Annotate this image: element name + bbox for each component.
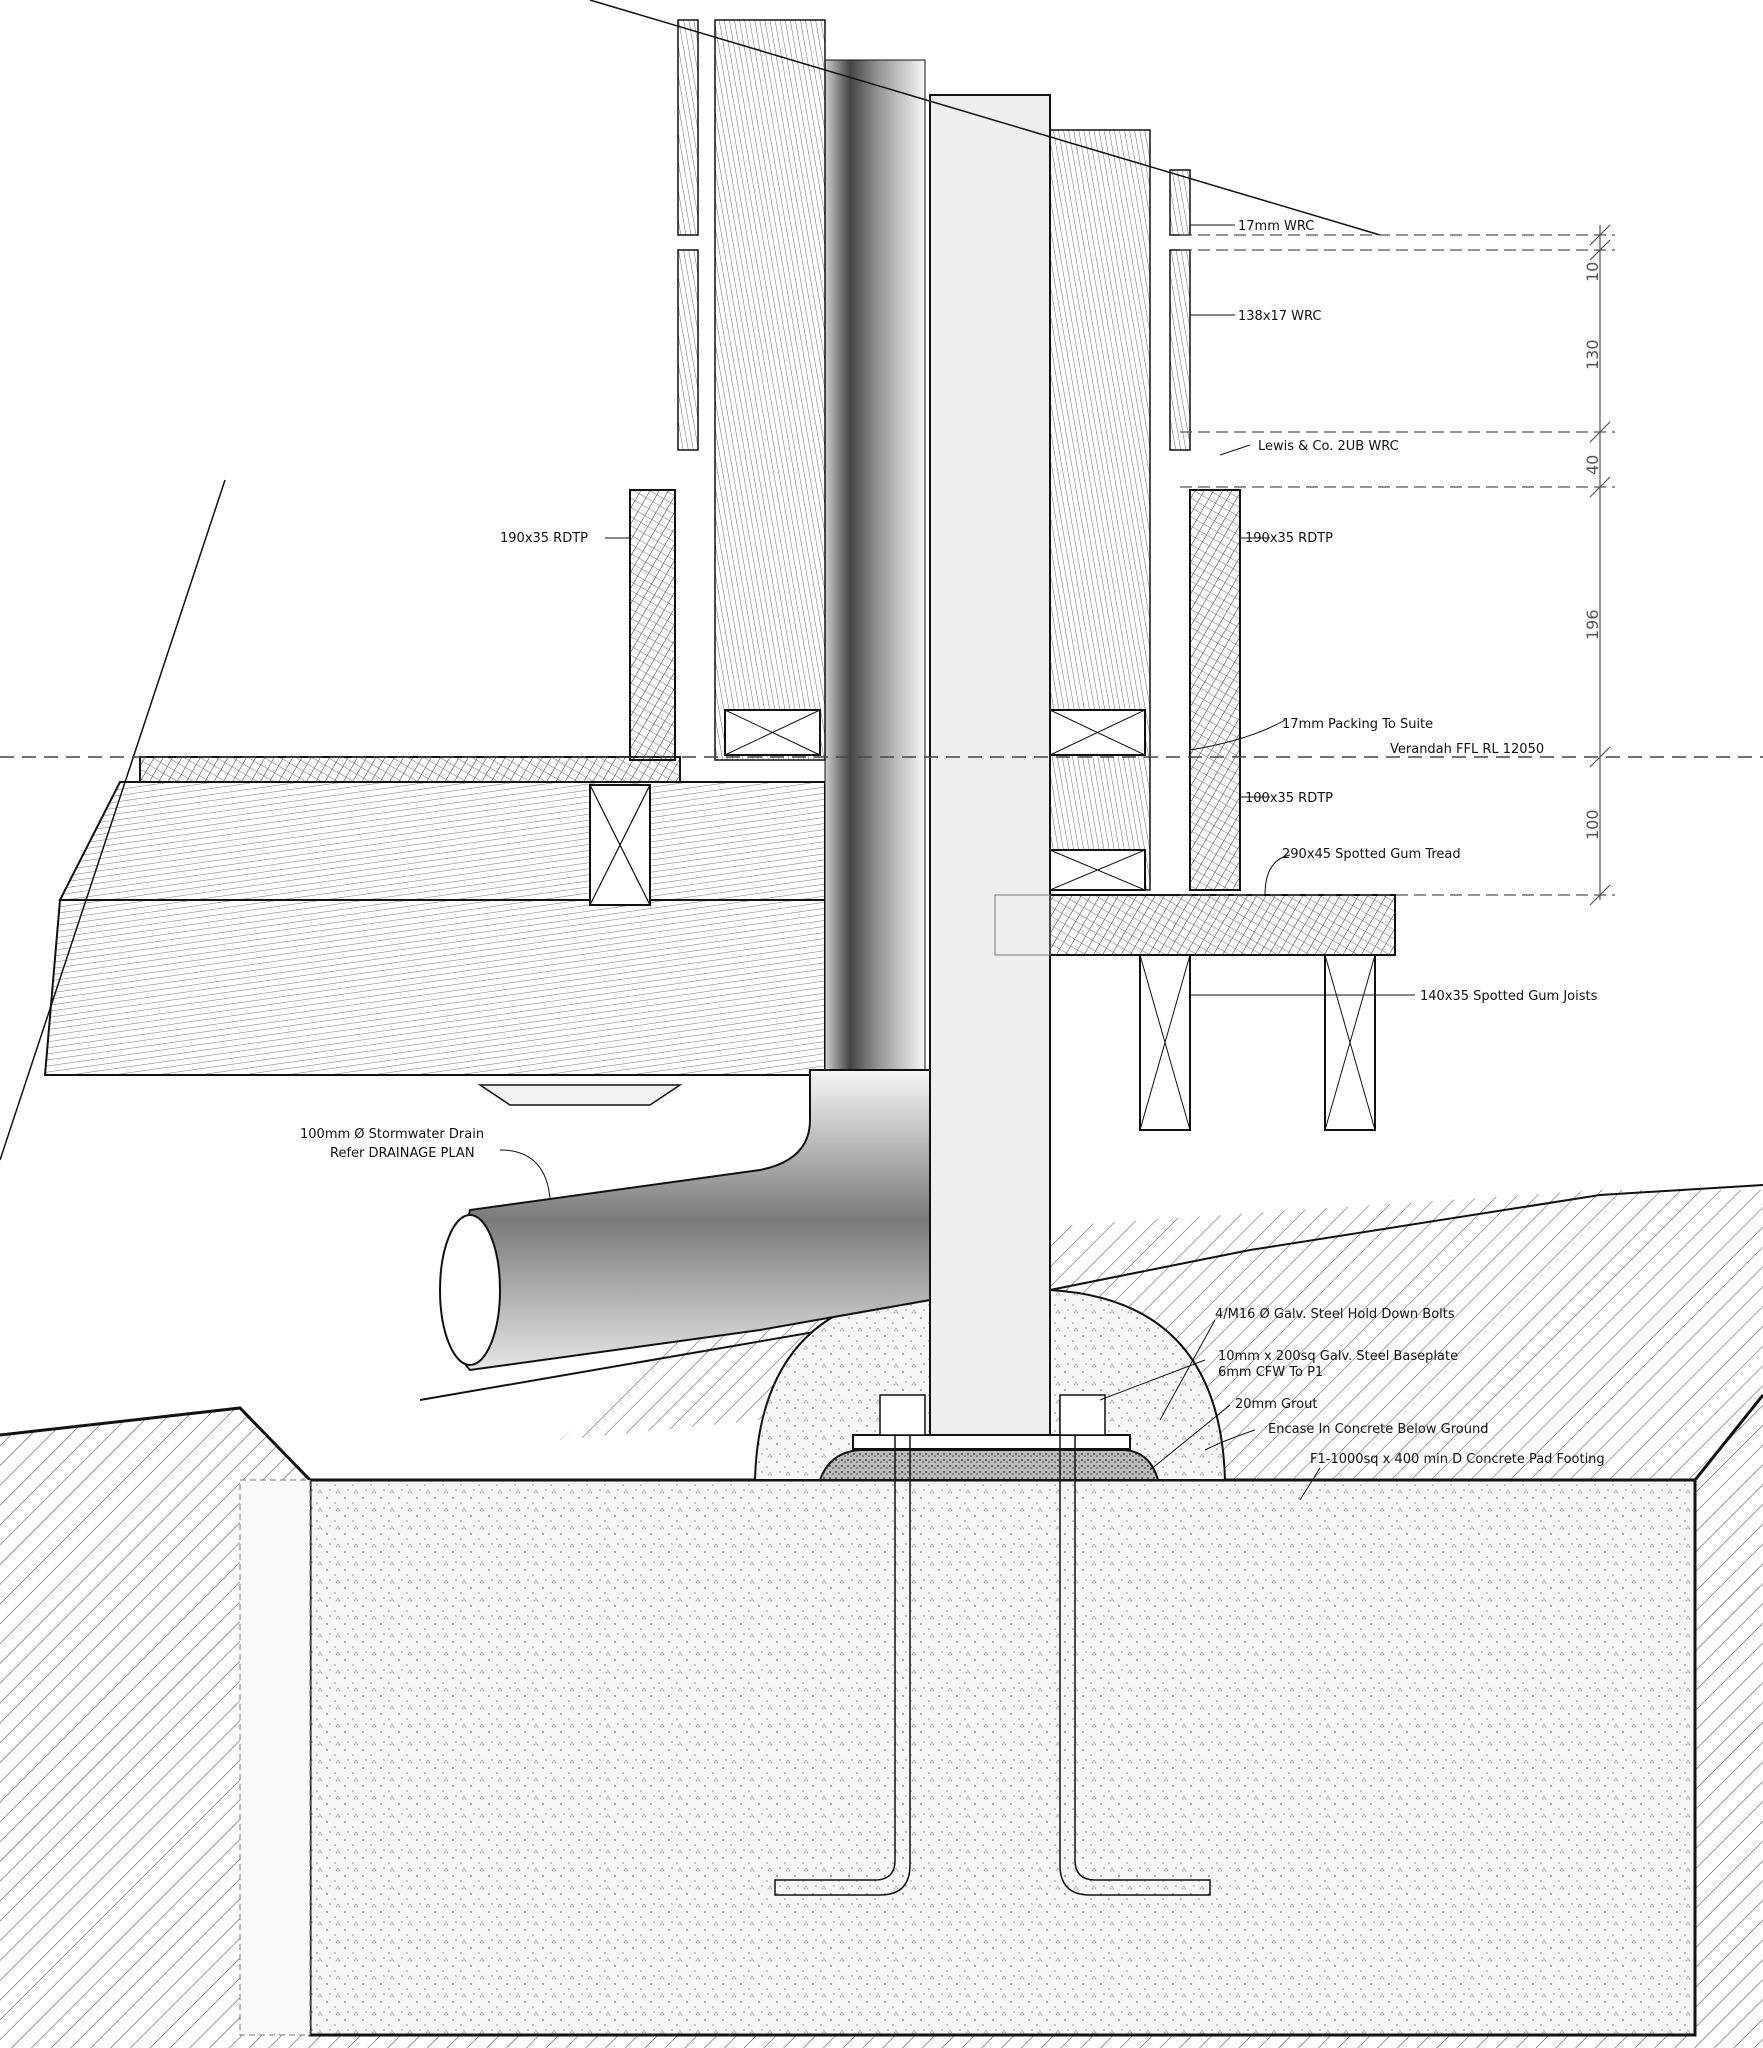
label-grout: 20mm Grout bbox=[1235, 1397, 1317, 1412]
wall-outline bbox=[0, 0, 1381, 1161]
label-138x17-wrc: 138x17 WRC bbox=[1238, 309, 1322, 324]
label-17mm-wrc: 17mm WRC bbox=[1238, 219, 1314, 234]
dim-10: 10 bbox=[1583, 262, 1602, 282]
label-baseplate-line2: 6mm CFW To P1 bbox=[1218, 1365, 1323, 1380]
dim-130: 130 bbox=[1583, 339, 1602, 370]
label-joists: 140x35 Spotted Gum Joists bbox=[1420, 989, 1598, 1004]
dim-196: 196 bbox=[1583, 609, 1602, 640]
label-baseplate-line1: 10mm x 200sq Galv. Steel Baseplate bbox=[1218, 1349, 1458, 1364]
dim-40: 40 bbox=[1583, 455, 1602, 475]
label-190x35-rdtp-left: 190x35 RDTP bbox=[500, 531, 588, 546]
leader-lines bbox=[499, 224, 1415, 1501]
dim-100: 100 bbox=[1583, 809, 1602, 840]
down-pipe bbox=[824, 59, 926, 1071]
dimension-lines bbox=[1180, 224, 1615, 906]
label-packing: 17mm Packing To Suite bbox=[1282, 717, 1433, 732]
spotted-gum-joists bbox=[1139, 954, 1376, 1131]
label-verandah-ffl: Verandah FFL RL 12050 bbox=[1390, 742, 1544, 757]
concrete-pad-footing bbox=[239, 1478, 1697, 2037]
label-lewis-wrc: Lewis & Co. 2UB WRC bbox=[1258, 439, 1399, 454]
grout-bed bbox=[818, 1449, 1160, 1481]
steel-post bbox=[929, 94, 1051, 1436]
left-floor-structure bbox=[43, 756, 826, 1076]
tread-overhang bbox=[994, 894, 1051, 956]
hold-down-bolts bbox=[774, 1394, 1211, 1896]
right-wall-cladding bbox=[1049, 129, 1241, 891]
label-100x35-rdtp: 100x35 RDTP bbox=[1245, 791, 1333, 806]
stormwater-drain bbox=[439, 1069, 931, 1372]
label-footing: F1-1000sq x 400 min D Concrete Pad Footi… bbox=[1310, 1452, 1605, 1467]
label-encase: Encase In Concrete Below Ground bbox=[1268, 1422, 1488, 1437]
left-wall-cladding bbox=[629, 19, 826, 761]
label-bolts: 4/M16 Ø Galv. Steel Hold Down Bolts bbox=[1215, 1307, 1455, 1322]
label-tread: 290x45 Spotted Gum Tread bbox=[1282, 847, 1461, 862]
label-drain-line2: Refer DRAINAGE PLAN bbox=[330, 1146, 475, 1161]
label-190x35-rdtp-right: 190x35 RDTP bbox=[1245, 531, 1333, 546]
spotted-gum-tread bbox=[1049, 894, 1396, 956]
label-drain-line1: 100mm Ø Stormwater Drain bbox=[300, 1127, 484, 1142]
